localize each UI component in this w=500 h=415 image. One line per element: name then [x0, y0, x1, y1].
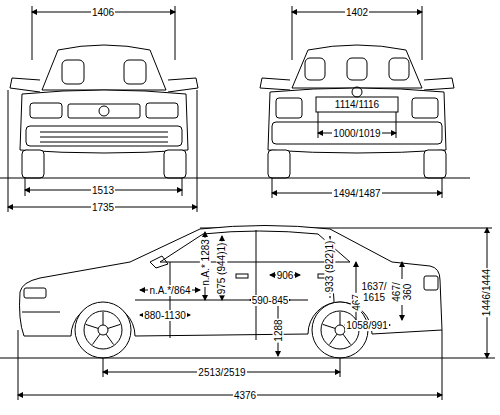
wheel-spoke [329, 334, 337, 345]
front-view [8, 6, 198, 212]
wheel-spoke [108, 324, 120, 328]
wheel-spoke [86, 324, 98, 328]
wheel-spoke [103, 312, 104, 325]
front-wheel [75, 302, 131, 358]
dimension-label: 975 (944)1) [216, 241, 227, 295]
dimension-label: n.A.*/864 [148, 285, 191, 296]
dimension-label: 880-1130 [143, 310, 187, 321]
dimension-label: 1406 [91, 7, 115, 18]
dimension-label: 933 (922)1) [324, 239, 335, 293]
dimension-label: 1446/1444 [482, 267, 493, 316]
wheel-spoke [340, 312, 341, 325]
dimension-label: 590-845 [251, 295, 290, 306]
dimension-label: 467/ 360 [391, 279, 413, 305]
dimension-label: n.A.* 1283 [200, 238, 211, 287]
dimension-label: 1637/ 1615 [358, 281, 390, 303]
dimension-label: 1402 [345, 7, 369, 18]
dimension-label: 4376 [233, 390, 257, 401]
dimension-label: 1114/1116 [334, 99, 380, 110]
side-view [18, 226, 492, 401]
dimension-label: 2513/2519 [197, 367, 246, 378]
dimension-label: 1513 [91, 185, 115, 196]
ground-line [0, 358, 495, 359]
dimension-label: 906 [276, 270, 295, 281]
wheel-spoke [343, 334, 351, 345]
wheel-spoke [92, 334, 100, 345]
dimension-label: 1288 [273, 318, 284, 342]
dimension-label: 1058/991 [345, 320, 389, 331]
wheel-spoke [323, 324, 335, 328]
dimension-label: 1000/1019 [332, 128, 381, 139]
rear-view [260, 6, 454, 198]
dimension-label: 1735 [91, 202, 115, 213]
ground-line [0, 178, 470, 179]
dimension-label: 1494/1487 [332, 188, 381, 199]
wheel-spoke [106, 334, 114, 345]
